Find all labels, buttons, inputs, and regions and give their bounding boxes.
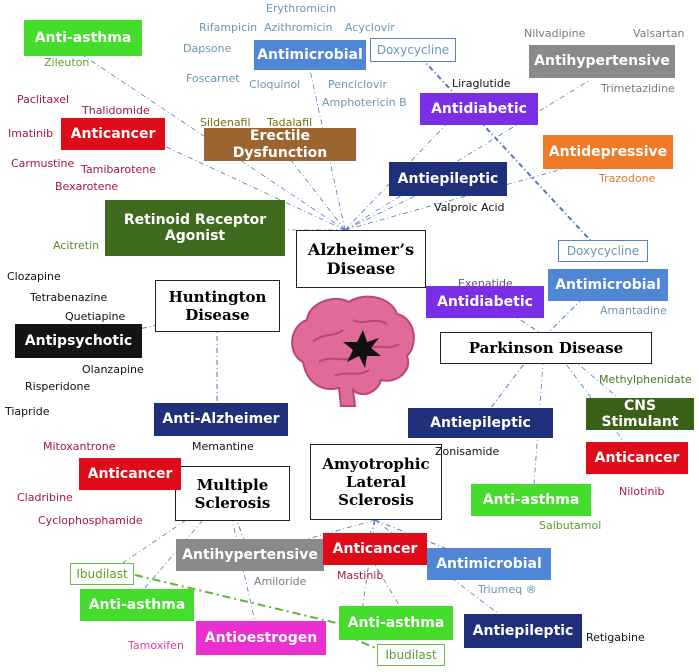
drug-valsartan: Valsartan — [633, 27, 685, 40]
ibudilast-als-box: Ibudilast — [377, 644, 445, 666]
anti-asthma-ms-box: Anti-asthma — [80, 589, 194, 621]
drug-tadalafil: Tadalafil — [267, 116, 313, 129]
drug-retigabine: Retigabine — [586, 631, 645, 644]
drug-penciclovir: Penciclovir — [328, 78, 388, 91]
drug-cladribine: Cladribine — [17, 491, 73, 504]
doxycycline-pd-box: Doxycycline — [558, 240, 648, 262]
drug-trazodone: Trazodone — [599, 172, 656, 185]
drug-bexarotene: Bexarotene — [55, 180, 119, 193]
parkinson-disease-box: Parkinson Disease — [440, 332, 652, 364]
anti-asthma-ad-box: Anti-asthma — [24, 20, 142, 56]
drug-acyclovir: Acyclovir — [345, 21, 395, 34]
drug-olanzapine: Olanzapine — [82, 363, 144, 376]
drug-erythromicin: Erythromicin — [266, 2, 337, 15]
drug-mitoxantrone: Mitoxantrone — [43, 440, 116, 453]
antioestrogen-box: Antioestrogen — [196, 621, 326, 655]
antimicrobial-als-box: Antimicrobial — [427, 548, 551, 580]
drug-acitretin: Acitretin — [53, 239, 100, 252]
drug-zonisamide: Zonisamide — [435, 445, 500, 458]
drug-tetrabenazine: Tetrabenazine — [30, 291, 108, 304]
antimicrobial-pd-box: Antimicrobial — [548, 269, 668, 301]
drug-azithromicin: Azithromicin — [264, 21, 333, 34]
drug-amphotericin-b: Amphotericin B — [322, 96, 407, 109]
antipsychotic-box: Antipsychotic — [15, 324, 142, 358]
multiple-sclerosis-box: Multiple Sclerosis — [175, 466, 290, 521]
drug-zileuton: Zileuton — [44, 56, 90, 69]
antidiabetic-ad-box: Antidiabetic — [420, 93, 538, 125]
drug-risperidone: Risperidone — [25, 380, 91, 393]
antiepileptic-pd-box: Antiepileptic — [408, 408, 553, 438]
drug-trimetazidine: Trimetazidine — [601, 82, 675, 95]
drug-triumeq: Triumeq ® — [478, 583, 537, 596]
drug-nilvadipine: Nilvadipine — [524, 27, 586, 40]
brain-icon — [291, 295, 415, 407]
drug-rifampicin: Rifampicin — [199, 21, 258, 34]
antihypertensive-ms-box: Antihypertensive — [176, 539, 324, 571]
antiepileptic-ad-box: Antiepileptic — [389, 162, 507, 196]
anticancer-als-box: Anticancer — [323, 533, 427, 565]
ibudilast-ms-box: Ibudilast — [70, 563, 134, 585]
drug-memantine: Memantine — [192, 440, 254, 453]
alzheimers-disease-box: Alzheimer’s Disease — [296, 230, 426, 288]
erectile-dysfunction-box: Erectile Dysfunction — [204, 128, 356, 161]
drug-cloquinol: Cloquinol — [249, 78, 301, 91]
drug-foscarnet: Foscarnet — [186, 72, 240, 85]
als-disease-box: Amyotrophic Lateral Sclerosis — [310, 444, 442, 520]
antimicrobial-ad-box: Antimicrobial — [254, 40, 366, 70]
drug-methylphenidate: Methylphenidate — [599, 373, 692, 386]
anti-alzheimer-box: Anti-Alzheimer — [154, 403, 288, 436]
anticancer-pd-box: Anticancer — [586, 442, 688, 474]
drug-sildenafil: Sildenafil — [200, 116, 251, 129]
drug-cyclophosphamide: Cyclophosphamide — [38, 514, 143, 527]
drug-mastinib: Mastinib — [337, 569, 384, 582]
drug-imatinib: Imatinib — [8, 127, 54, 140]
anti-asthma-als-box: Anti-asthma — [339, 606, 453, 640]
antidiabetic-pd-box: Antidiabetic — [426, 286, 544, 318]
drug-amantadine: Amantadine — [600, 304, 667, 317]
drug-carmustine: Carmustine — [11, 157, 75, 170]
drug-amiloride: Amiloride — [254, 575, 307, 588]
drug-tamoxifen: Tamoxifen — [128, 639, 184, 652]
antidepressive-box: Antidepressive — [543, 135, 673, 169]
antiepileptic-als-box: Antiepileptic — [464, 614, 582, 648]
huntington-disease-box: Huntington Disease — [155, 280, 280, 332]
drug-paclitaxel: Paclitaxel — [17, 93, 70, 106]
antihypertensive-ad-box: Antihypertensive — [529, 45, 675, 78]
drug-valproic-acid: Valproic Acid — [434, 201, 505, 214]
doxycycline-ad-box: Doxycycline — [370, 38, 456, 62]
anticancer-ad-box: Anticancer — [61, 118, 165, 150]
anti-asthma-pd-box: Anti-asthma — [471, 484, 591, 516]
drug-nilotinib: Nilotinib — [619, 485, 665, 498]
cns-stimulant-box: CNS Stimulant — [586, 398, 694, 430]
drug-salbutamol: Salbutamol — [539, 519, 602, 532]
retinoid-receptor-agonist-box: Retinoid Receptor Agonist — [105, 200, 285, 256]
drug-tamibarotene: Tamibarotene — [81, 163, 156, 176]
drug-tiapride: Tiapride — [5, 405, 50, 418]
drug-thalidomide: Thalidomide — [82, 104, 150, 117]
drug-dapsone: Dapsone — [183, 42, 232, 55]
drug-exenatide: Exenatide — [458, 277, 513, 290]
drug-liraglutide: Liraglutide — [452, 77, 511, 90]
anticancer-ms-box: Anticancer — [79, 458, 181, 490]
drug-quetiapine: Quetiapine — [65, 310, 126, 323]
drug-clozapine: Clozapine — [7, 270, 61, 283]
